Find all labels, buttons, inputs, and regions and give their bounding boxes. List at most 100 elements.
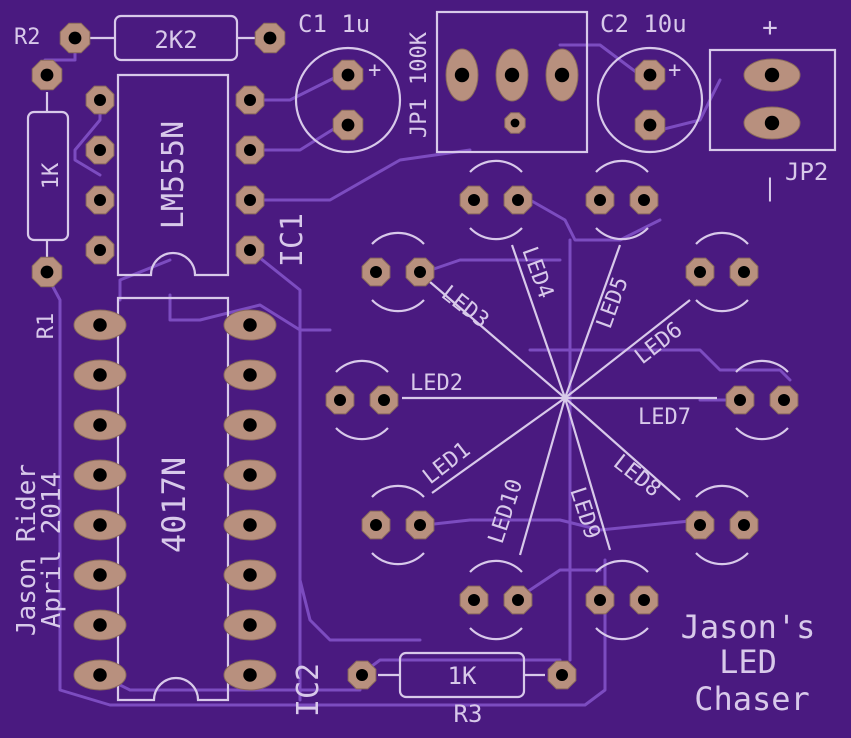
pad-jp1-2-hole <box>554 67 570 83</box>
led-outline-top-3 <box>695 231 749 245</box>
ic1-lm555n: LM555N IC1 <box>116 73 310 277</box>
resistor-r3: 1K R3 <box>378 651 545 728</box>
pad-led-4-k-hole <box>378 394 390 406</box>
pad-c1-minus-hole <box>341 118 355 132</box>
pad-led-3-k-hole <box>738 266 750 278</box>
pad-led-7-a-hole <box>694 519 706 531</box>
pad-ic1-right-2-hole <box>244 194 256 206</box>
pad-led-3-a-hole <box>694 266 706 278</box>
pad-led-0-k-hole <box>512 194 524 206</box>
board-title: Jason's LED Chaser <box>681 608 816 718</box>
resistor-r2: 2K2 R2 <box>14 14 258 62</box>
led-outline-top-0 <box>469 159 523 173</box>
resistor-r1: 1K R1 <box>26 92 70 340</box>
c2-plus-label: + <box>668 58 681 83</box>
c1-label: C1 1u <box>298 10 370 38</box>
pad-ic2-left-7-hole <box>93 668 107 682</box>
jp2-ref-label: JP2 <box>785 158 828 186</box>
led-outline-top-8 <box>469 559 523 573</box>
pad-resistor-3-hole <box>40 265 54 279</box>
led-radial-lines <box>402 244 717 556</box>
led-outline-bottom-8 <box>469 627 523 641</box>
pad-led-9-a-hole <box>594 594 606 606</box>
pad-led-2-a-hole <box>370 266 382 278</box>
pad-ic2-right-1-hole <box>243 368 257 382</box>
pad-ic2-right-5-hole <box>243 568 257 582</box>
pad-led-0-a-hole <box>468 194 480 206</box>
pad-jp1-1-hole <box>504 67 520 83</box>
date-label: April 2014 <box>37 472 67 629</box>
pad-ic2-left-6-hole <box>93 618 107 632</box>
pad-ic2-right-4-hole <box>243 518 257 532</box>
r3-value-label: 1K <box>448 662 477 690</box>
c2-label: C2 10u <box>600 10 687 38</box>
pad-led-5-k-hole <box>778 394 790 406</box>
pad-jp1-0-hole <box>454 67 470 83</box>
pad-led-9-k-hole <box>638 594 650 606</box>
led2-label: LED2 <box>410 371 463 396</box>
pad-led-5-a-hole <box>734 394 746 406</box>
author-label: Jason Rider <box>12 464 42 636</box>
jp2-minus-label: | <box>763 174 777 202</box>
capacitor-c2: C2 10u + <box>596 10 704 154</box>
led-outline-top-7 <box>695 484 749 498</box>
pad-jp2-minus-hole <box>764 115 780 131</box>
led-outline-bottom-9 <box>595 627 649 641</box>
pad-ic1-left-0-hole <box>94 94 106 106</box>
pad-ic2-left-3-hole <box>93 468 107 482</box>
led-outline-bottom-6 <box>371 552 425 566</box>
led-outline-bottom-7 <box>695 552 749 566</box>
pad-c2-minus-hole <box>643 118 657 132</box>
pad-led-1-a-hole <box>594 194 606 206</box>
led-outline-bottom-1 <box>595 227 649 241</box>
led-outline-top-6 <box>371 484 425 498</box>
pad-r3-a-hole <box>356 669 368 681</box>
pad-ic2-left-4-hole <box>93 518 107 532</box>
ic2-4017n: 4017N IC2 <box>116 296 326 717</box>
pad-led-8-a-hole <box>468 594 480 606</box>
led7-label: LED7 <box>638 405 691 430</box>
led-outlines <box>335 159 789 641</box>
pad-c1-plus-hole <box>341 68 355 82</box>
pad-c2-plus-hole <box>643 68 657 82</box>
pad-resistor-1-hole <box>263 31 277 45</box>
pad-ic2-right-2-hole <box>243 418 257 432</box>
title-line3: Chaser <box>694 680 810 718</box>
pad-led-8-k-hole <box>512 594 524 606</box>
pads <box>31 22 801 691</box>
pad-resistor-0-hole <box>68 31 82 45</box>
connector-jp2: + | JP2 <box>708 13 837 202</box>
jp2-plus-label: + <box>762 13 778 43</box>
pad-resistor-2-hole <box>40 68 54 82</box>
pad-ic1-left-2-hole <box>94 194 106 206</box>
title-line1: Jason's <box>681 608 816 646</box>
capacitor-c1: C1 1u + <box>294 10 402 154</box>
r1-value-label: 1K <box>39 162 64 189</box>
pad-ic2-left-1-hole <box>93 368 107 382</box>
led-outline-bottom-3 <box>695 299 749 313</box>
pad-led-6-a-hole <box>370 519 382 531</box>
jp1-label: JP1 100K <box>407 31 432 138</box>
ic2-part-label: 4017N <box>155 457 193 553</box>
pad-ic1-left-1-hole <box>94 144 106 156</box>
r1-ref-label: R1 <box>34 313 59 340</box>
pad-ic2-left-2-hole <box>93 418 107 432</box>
ic1-part-label: LM555N <box>156 121 191 229</box>
pad-ic2-right-6-hole <box>243 618 257 632</box>
led-outline-bottom-0 <box>469 227 523 241</box>
pad-ic1-right-0-hole <box>244 94 256 106</box>
pad-jp1-wiper-hole <box>510 118 520 128</box>
pad-ic1-right-1-hole <box>244 144 256 156</box>
pad-led-6-k-hole <box>414 519 426 531</box>
potentiometer-jp1: JP1 100K <box>407 10 589 154</box>
pad-jp2-plus-hole <box>764 67 780 83</box>
pad-r3-b-hole <box>556 669 568 681</box>
led-outline-top-2 <box>371 231 425 245</box>
title-line2: LED <box>719 643 777 681</box>
pad-ic2-right-3-hole <box>243 468 257 482</box>
pad-led-7-k-hole <box>738 519 750 531</box>
pad-ic2-left-5-hole <box>93 568 107 582</box>
pad-ic2-right-0-hole <box>243 318 257 332</box>
